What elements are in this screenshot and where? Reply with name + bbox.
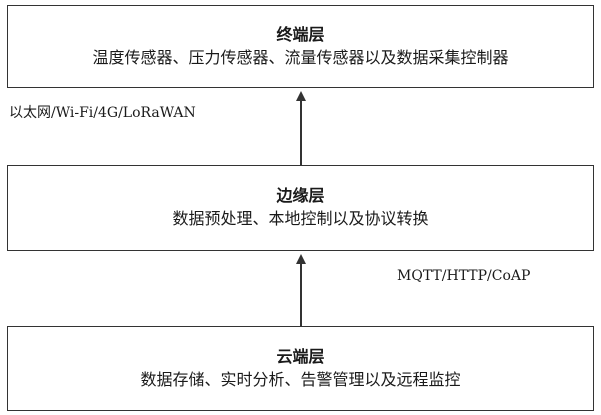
edge-layer-description: 数据预处理、本地控制以及协议转换 [172,209,429,228]
terminal-layer-description: 温度传感器、压力传感器、流量传感器以及数据采集控制器 [92,47,509,67]
cloud-layer-description: 数据存储、实时分析、告警管理以及远程监控 [140,369,461,389]
terminal-layer-title: 终端层 [276,24,325,44]
cloud-edge-protocol-label: MQTT/HTTP/CoAP [397,268,531,284]
edge-layer-box: 边缘层 数据预处理、本地控制以及协议转换 [7,165,594,251]
cloud-layer-title: 云端层 [276,346,325,366]
edge-layer-title: 边缘层 [276,186,325,205]
edge-terminal-protocol-label: 以太网/Wi-Fi/4G/LoRaWAN [9,105,196,121]
terminal-layer-box: 终端层 温度传感器、压力传感器、流量传感器以及数据采集控制器 [7,5,594,88]
cloud-layer-box: 云端层 数据存储、实时分析、告警管理以及远程监控 [7,326,594,411]
